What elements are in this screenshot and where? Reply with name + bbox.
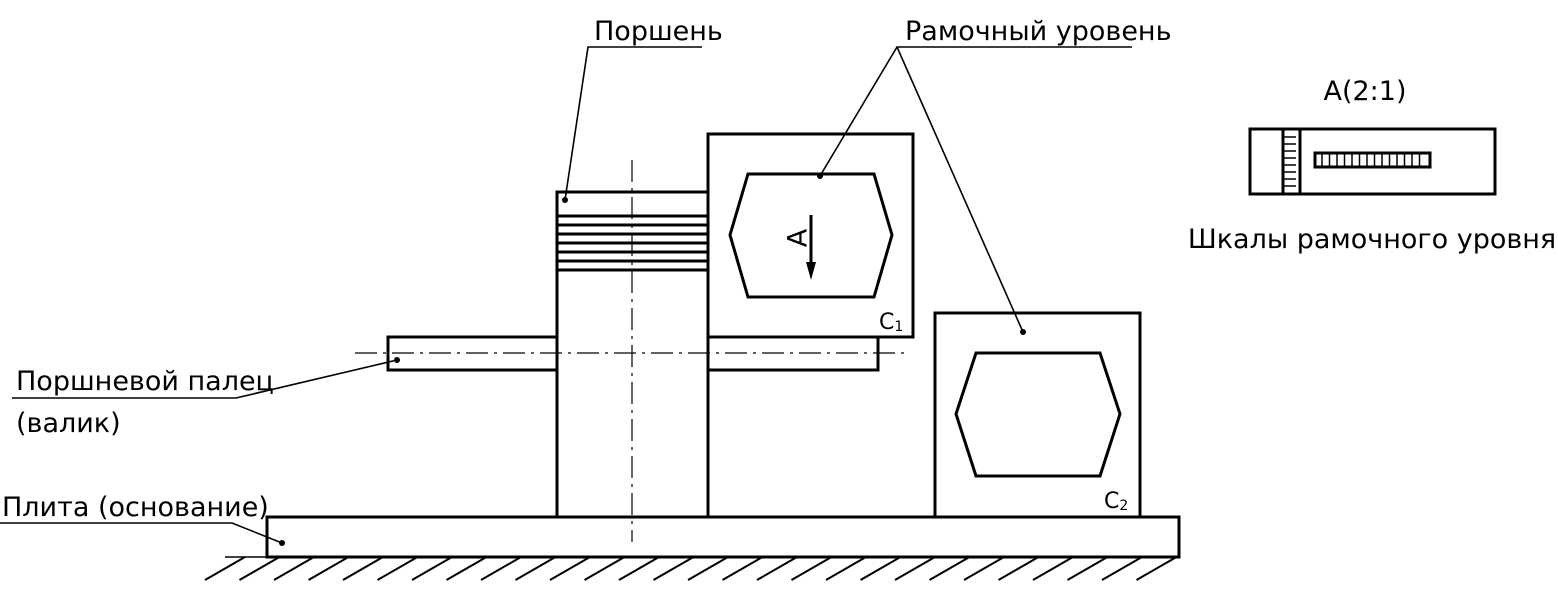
level1-tag: С1 bbox=[879, 310, 903, 335]
ground-hatching bbox=[204, 556, 1180, 581]
leader-lines bbox=[0, 46, 1132, 544]
label-piston-pin: Поршневой палец bbox=[16, 366, 274, 397]
level2-tag: С2 bbox=[1104, 489, 1128, 514]
frame-level-c2 bbox=[933, 311, 1142, 519]
base-plate bbox=[265, 515, 1181, 559]
label-level-scales: Шкалы рамочного уровня bbox=[1188, 224, 1556, 255]
label-piston-pin-2: (валик) bbox=[16, 408, 121, 439]
frame-level-c1 bbox=[706, 132, 915, 339]
view-arrow-a bbox=[806, 215, 816, 280]
label-piston: Поршень bbox=[594, 16, 723, 47]
label-base-plate: Плита (основание) bbox=[2, 492, 269, 523]
detail-view-scales bbox=[1248, 127, 1497, 196]
label-frame-level: Рамочный уровень bbox=[905, 16, 1172, 47]
detail-view-title: А(2:1) bbox=[1324, 76, 1407, 107]
view-marker-label: А bbox=[783, 228, 814, 247]
